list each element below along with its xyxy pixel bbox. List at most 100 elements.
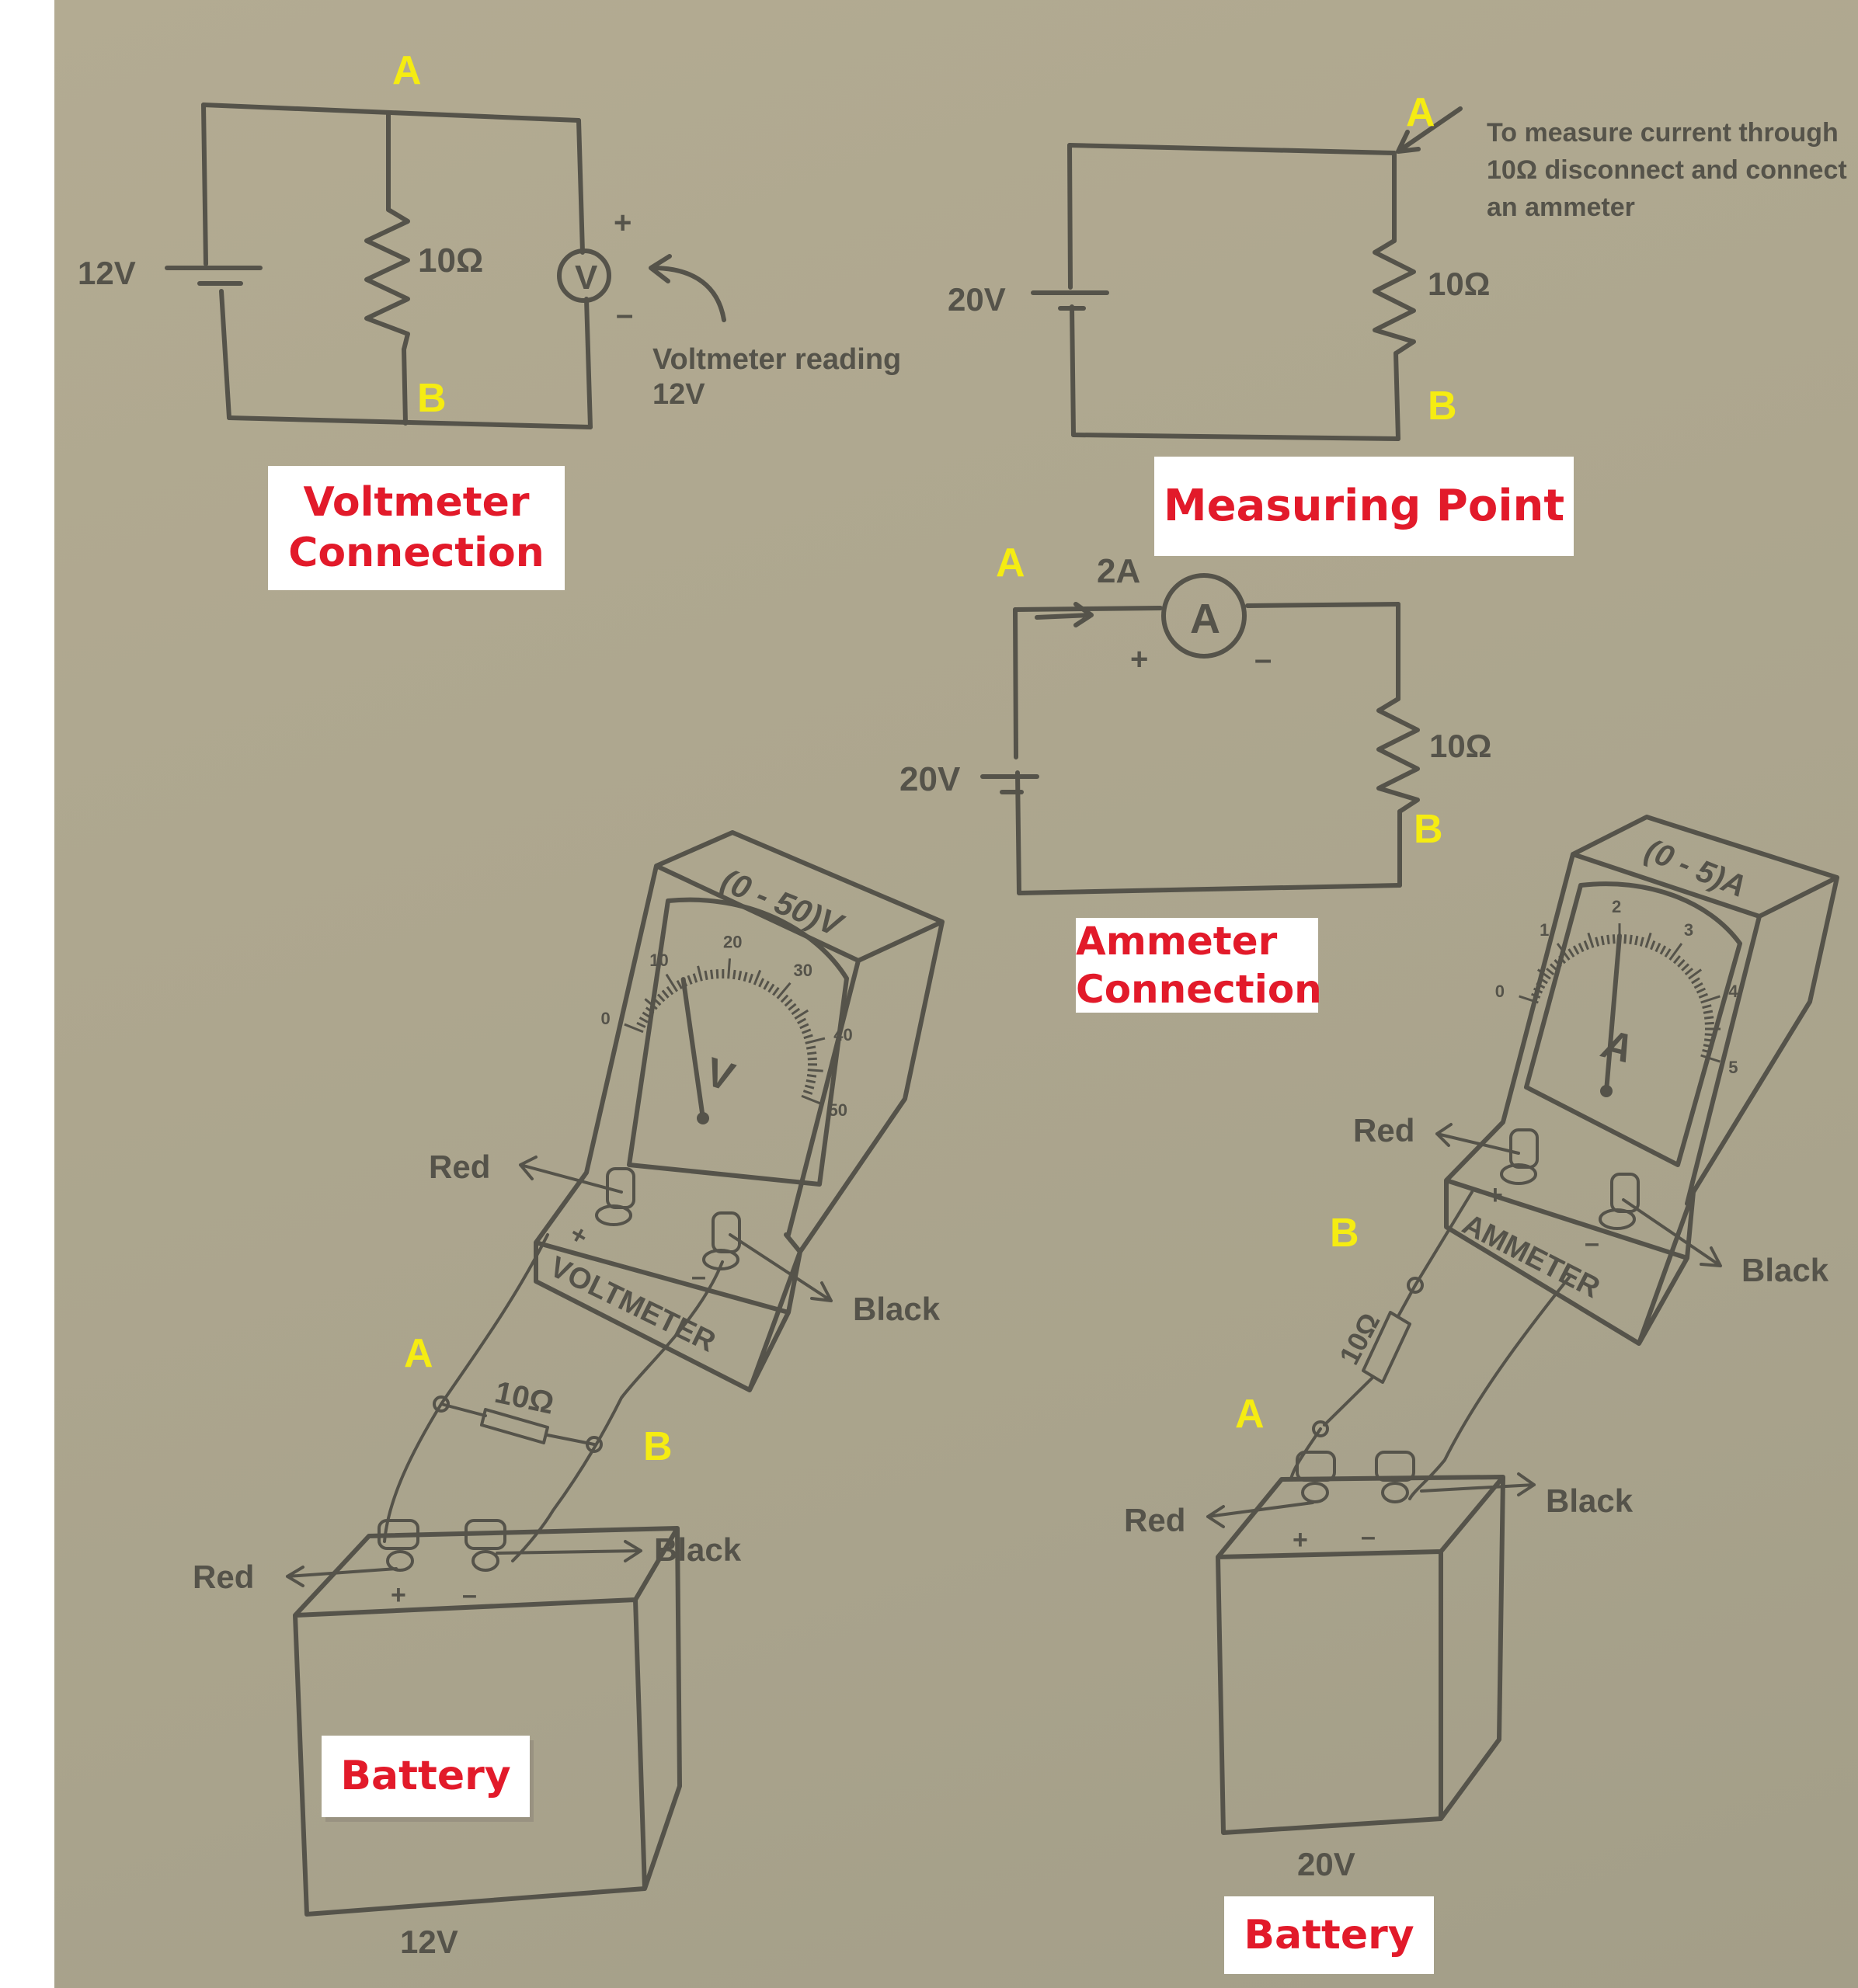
dial-tick [666,985,674,996]
voltmeter-plus-sign: + [562,1222,596,1249]
ammeter-needle [1604,933,1622,1093]
dial-tick [1664,948,1672,958]
measuring-point-callout: Measuring Point [1154,457,1574,556]
dial-tick [1567,948,1575,958]
voltmeter-dial-unit: V [700,1049,739,1100]
wire-left-upper [1013,607,1018,759]
dial-tick [737,971,743,981]
dial-tick [803,1034,813,1040]
voltmeter-minus-sign: – [691,1262,706,1291]
node-a [433,1395,450,1413]
red-lead-arrow [1435,1123,1520,1155]
battery-negative-terminal [1375,1451,1415,1503]
dial-tick [1702,1048,1712,1054]
dial-tick [645,1006,655,1014]
dial-tick [807,1057,817,1061]
wire-bottom [1017,883,1402,895]
dial-tick [732,969,736,980]
wire-meter-bottom [584,297,593,429]
source-voltage-label: 20V [948,281,1006,318]
dial-tick [1634,935,1639,946]
current-direction-arrow [1035,602,1094,627]
red-lead-arrow [519,1156,623,1194]
dial-tick-label: 0 [601,1009,611,1028]
wire-to-point-b [511,1260,724,1562]
black-lead-arrow [729,1233,833,1302]
dial-tick [676,979,684,989]
voltmeter-circuit: V + – 12V 10Ω Voltmeter reading 12V A B [78,48,901,429]
resistor-zigzag [1376,697,1420,814]
dial-tick [1684,968,1693,976]
dial-tick [1623,934,1627,944]
wire-left-to-meter [1013,606,1163,612]
point-b-label: B [1414,807,1443,852]
dial-tick [638,1017,649,1024]
callout-line: Connection [1076,967,1322,1012]
dial-tick [805,1045,816,1050]
battery-red-lead-label: Red [193,1559,254,1595]
disconnect-arrow [1396,106,1463,154]
dial-tick [805,1079,816,1084]
dial-tick [697,965,703,982]
dial-tick-label: 2 [1612,897,1621,916]
dial-tick [767,983,775,993]
dial-tick [1629,934,1633,945]
dial-tick [727,958,731,979]
resistor-value-label: 10Ω [418,242,483,280]
reading-note-line2: 12V [652,378,705,411]
wire-meter-top [576,118,585,255]
dial-tick [776,982,792,999]
dial-tick [1700,1054,1721,1063]
battery-plus-sign: + [1293,1525,1308,1555]
voltmeter-black-lead-label: Black [853,1291,941,1327]
voltmeter-connection-callout: Voltmeter Connection [268,466,565,590]
reading-arrow [649,254,726,322]
dial-tick [1704,1033,1714,1037]
dial-tick [1688,968,1703,980]
node-b [1407,1277,1424,1294]
point-a-label: A [996,540,1025,586]
voltmeter-symbol-letter: V [575,259,598,297]
battery-black-lead-arrow [1420,1472,1536,1496]
wire-point-a-to-battery [1289,1427,1322,1481]
dial-tick [687,975,693,985]
instruction-note-line3: an ammeter [1487,193,1635,222]
dial-tick [1639,937,1644,947]
dial-tick [780,994,789,1003]
dial-tick [772,986,780,996]
dial-tick [642,1011,652,1019]
dial-tick [784,999,793,1007]
black-lead-arrow [1622,1198,1722,1267]
dial-tick [1672,955,1681,964]
dial-tick [1677,959,1686,968]
wire-meter-to-right [1245,602,1400,608]
dial-tick [758,978,765,988]
dial-tick [743,971,748,982]
dial-tick [1578,942,1585,953]
dial-tick [797,1017,807,1025]
dial-tick [806,1074,817,1078]
dial-tick [1698,992,1708,999]
ammeter-red-lead-label: Red [1353,1112,1414,1149]
dial-tick [624,1023,644,1034]
dial-tick [692,973,698,983]
dial-tick [1702,1004,1712,1010]
wire-to-point-a [383,1233,549,1543]
dial-tick-label: 4 [1728,982,1738,1001]
dial-tick-label: 3 [1684,920,1693,940]
dial-tick [657,993,666,1003]
dial-tick [1703,1044,1714,1048]
battery-red-lead-arrow [1206,1501,1314,1528]
dial-tick [1533,987,1543,994]
wire-left-upper [201,103,208,266]
dial-tick-label: 5 [1728,1058,1738,1077]
dial-face-outline [1524,881,1742,1167]
dial-tick [799,1023,809,1030]
battery-black-lead-label: Black [1546,1482,1634,1519]
battery-plus-sign: + [391,1580,406,1610]
dial-tick [1650,940,1656,951]
battery-positive-terminal [378,1519,419,1572]
dial-tick [1519,995,1539,1004]
dial-tick [1703,1038,1714,1042]
